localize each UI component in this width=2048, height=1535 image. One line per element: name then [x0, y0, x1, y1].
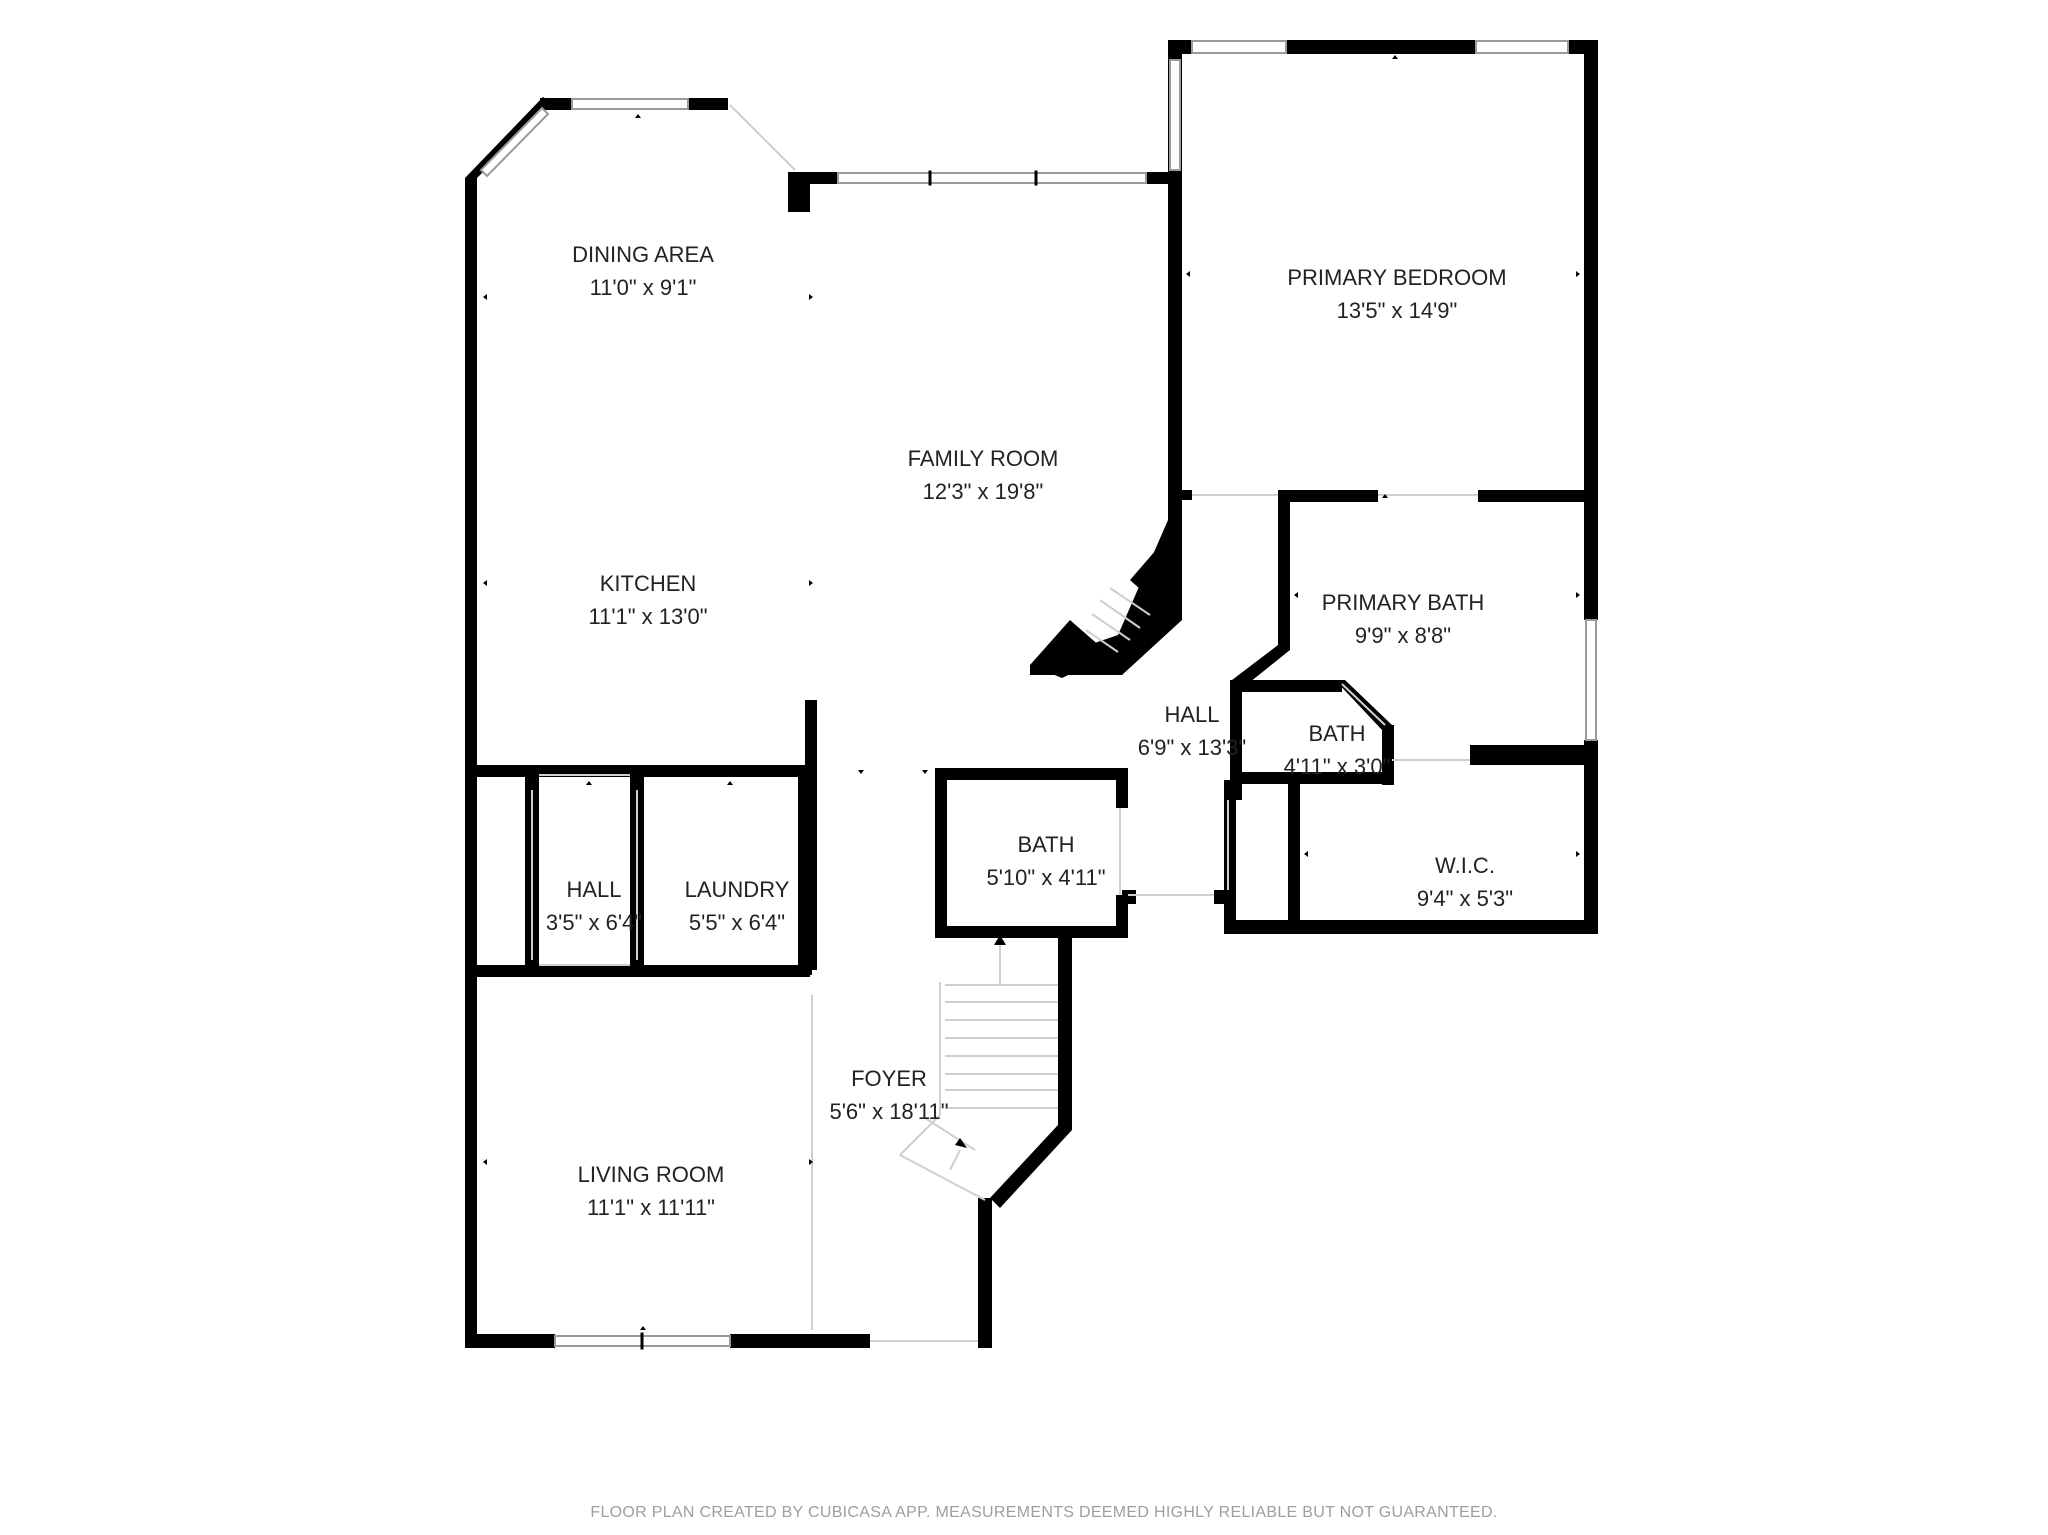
room-name-living-room: LIVING ROOM [578, 1162, 725, 1187]
room-dims-primary-bath: 9'9" x 8'8" [1355, 623, 1451, 648]
disclaimer-footer: FLOOR PLAN CREATED BY CUBICASA APP. MEAS… [590, 1504, 1497, 1521]
room-name-hall-lower: HALL [566, 877, 621, 902]
room-dims-kitchen: 11'1" x 13'0" [588, 604, 707, 629]
room-name-foyer: FOYER [851, 1066, 927, 1091]
room-dims-hall-lower: 3'5" x 6'4" [546, 910, 642, 935]
room-name-laundry: LAUNDRY [685, 877, 790, 902]
room-dims-laundry: 5'5" x 6'4" [689, 910, 785, 935]
room-name-primary-bedroom: PRIMARY BEDROOM [1287, 265, 1506, 290]
windows [479, 40, 1597, 1350]
room-name-wic: W.I.C. [1435, 853, 1495, 878]
room-dims-bath-main: 5'10" x 4'11" [986, 865, 1105, 890]
room-name-dining-area: DINING AREA [572, 242, 714, 267]
room-name-bath-small: BATH [1308, 721, 1365, 746]
room-dims-dining-area: 11'0" x 9'1" [590, 275, 697, 300]
walls [465, 40, 1598, 1348]
room-name-family-room: FAMILY ROOM [908, 446, 1059, 471]
room-dims-hall-upper: 6'9" x 13'3" [1138, 735, 1246, 760]
room-dims-living-room: 11'1" x 11'11" [587, 1195, 715, 1220]
openings [531, 104, 1478, 1342]
room-dims-family-room: 12'3" x 19'8" [923, 479, 1044, 504]
room-name-hall-upper: HALL [1164, 702, 1219, 727]
room-dims-foyer: 5'6" x 18'11" [829, 1099, 948, 1124]
room-name-kitchen: KITCHEN [600, 571, 697, 596]
dimension-ticks [483, 55, 1580, 1330]
room-dims-wic: 9'4" x 5'3" [1417, 886, 1513, 911]
room-name-bath-main: BATH [1017, 832, 1074, 857]
room-dims-bath-small: 4'11" x 3'0" [1284, 754, 1391, 779]
room-dims-primary-bedroom: 13'5" x 14'9" [1337, 298, 1458, 323]
room-name-primary-bath: PRIMARY BATH [1322, 590, 1485, 615]
room-labels: DINING AREA 11'0" x 9'1" FAMILY ROOM 12'… [546, 242, 1513, 1220]
